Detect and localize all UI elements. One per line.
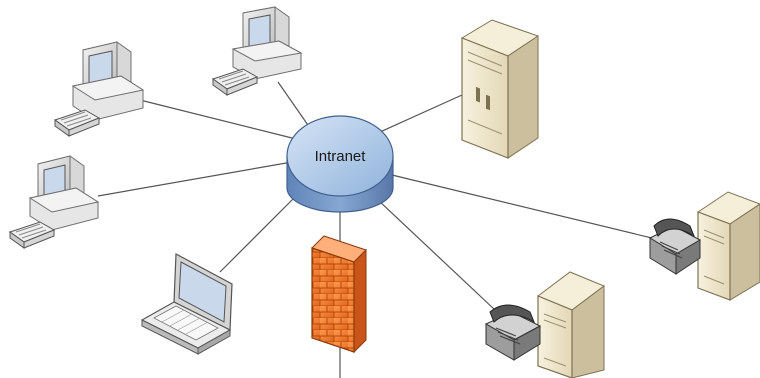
phone-icon xyxy=(484,304,542,361)
server-icon xyxy=(696,191,760,301)
phone-icon xyxy=(648,218,702,275)
phone-server-2 xyxy=(484,271,606,378)
intranet-hub: Intranet xyxy=(286,115,394,213)
link-desktop-1 xyxy=(139,99,301,141)
laptop-icon xyxy=(140,253,233,355)
phone-server-1 xyxy=(648,191,760,301)
hub-label: Intranet xyxy=(315,148,367,165)
link-laptop xyxy=(219,191,301,273)
link-desktop-3 xyxy=(97,161,293,197)
desktop-computer-icon xyxy=(8,155,100,249)
link-phone-server-2 xyxy=(377,199,496,311)
server-icon xyxy=(536,271,606,378)
link-server-tower xyxy=(379,94,463,133)
link-desktop-2 xyxy=(277,81,311,129)
desktop-computer-icon xyxy=(211,6,303,96)
server-icon xyxy=(460,19,540,159)
link-phone-server-1 xyxy=(391,174,661,241)
firewall-icon xyxy=(311,235,367,354)
desktop-computer-icon xyxy=(53,41,145,137)
